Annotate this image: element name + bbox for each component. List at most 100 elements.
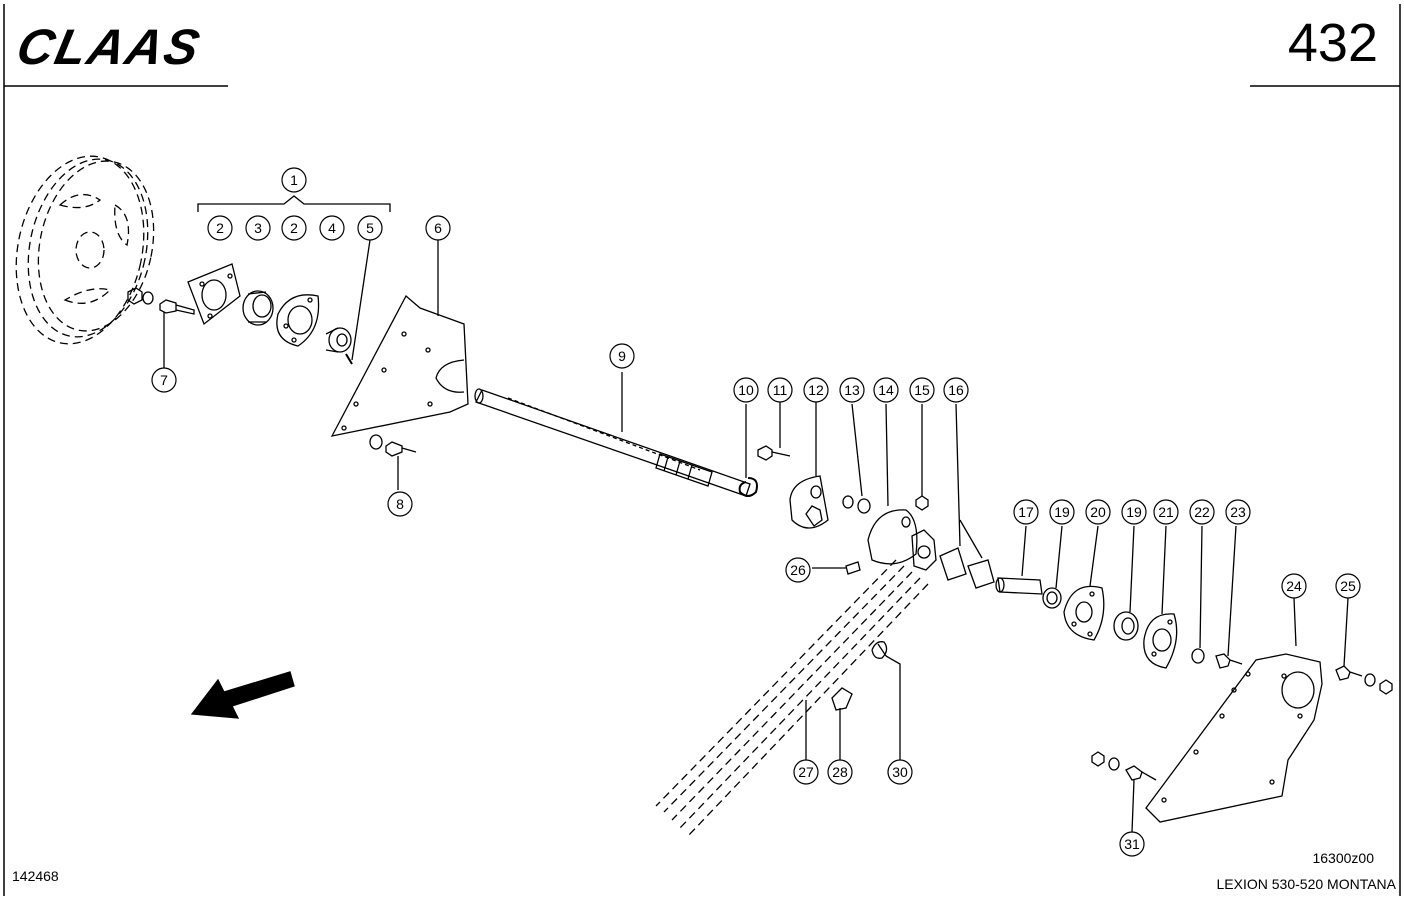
svg-text:19: 19 [1126, 504, 1142, 520]
svg-text:23: 23 [1230, 504, 1246, 520]
svg-text:6: 6 [434, 220, 442, 236]
side-plate-23 [1145, 653, 1323, 823]
cam-hub-12 [789, 475, 829, 529]
svg-text:7: 7 [160, 372, 168, 388]
callout-16: 16 [943, 377, 969, 403]
svg-text:20: 20 [1090, 504, 1106, 520]
callout-2a: 2 [207, 215, 233, 241]
drawing-code: 16300z00 [1312, 850, 1374, 866]
nut-24 [1379, 679, 1393, 695]
flange-plate-2b [276, 294, 320, 347]
bushing-16a [939, 547, 967, 581]
callout-23: 24 [1281, 573, 1307, 599]
spacer-13b [857, 498, 871, 514]
callout-5: 5 [357, 215, 383, 241]
flange-19b [1143, 613, 1178, 669]
svg-text:22: 22 [1194, 504, 1210, 520]
svg-text:17: 17 [1018, 504, 1034, 520]
washer-17 [1042, 587, 1062, 609]
sleeve-25 [997, 577, 1043, 595]
svg-text:11: 11 [773, 382, 788, 398]
svg-text:4: 4 [328, 220, 336, 236]
direction-arrow-icon [190, 671, 295, 719]
sprocket-hub-14 [867, 509, 918, 565]
spring-clip-30 [871, 641, 888, 659]
callout-11: 11 [767, 377, 793, 403]
callout-30: 30 [887, 759, 913, 785]
svg-text:2: 2 [216, 220, 224, 236]
assembly-bracket [197, 195, 391, 212]
callout-20: 19 [1121, 499, 1147, 525]
drive-shaft-9 [475, 389, 751, 497]
svg-text:12: 12 [808, 382, 824, 398]
callout-2b: 2 [281, 215, 307, 241]
bearing-3 [242, 290, 274, 326]
nut-31 [1091, 751, 1105, 767]
svg-text:24: 24 [1286, 578, 1302, 594]
callout-26: 26 [785, 557, 811, 583]
washer-21 [1191, 648, 1205, 664]
flange-plate-2a [187, 263, 241, 326]
svg-text:14: 14 [878, 382, 894, 398]
svg-text:2: 2 [290, 220, 298, 236]
bolt-31 [1125, 765, 1157, 781]
callout-22: 23 [1225, 499, 1251, 525]
svg-text:1: 1 [290, 172, 298, 188]
svg-text:15: 15 [914, 382, 930, 398]
callout-31: 31 [1119, 831, 1145, 857]
svg-text:8: 8 [396, 496, 404, 512]
model-name: LEXION 530-520 MONTANA [1216, 876, 1396, 892]
hex-nut-left [127, 287, 143, 305]
svg-text:30: 30 [892, 764, 908, 780]
chain-link-28 [831, 687, 853, 711]
side-plate-6 [330, 294, 469, 437]
callout-9: 9 [609, 343, 635, 369]
callout-19a: 20 [1085, 499, 1111, 525]
callout-21: 22 [1189, 499, 1215, 525]
circlip-10 [738, 477, 758, 497]
grease-nipple-26 [845, 561, 861, 575]
set-screw-5 [345, 353, 353, 365]
drive-chain-27 [655, 559, 929, 837]
svg-text:10: 10 [738, 382, 754, 398]
bolt-24 [1335, 665, 1363, 681]
callout-7: 7 [151, 367, 177, 393]
svg-text:16: 16 [948, 382, 964, 398]
svg-text:26: 26 [790, 562, 806, 578]
svg-text:27: 27 [798, 764, 814, 780]
callout-12: 12 [803, 377, 829, 403]
svg-text:3: 3 [254, 220, 262, 236]
callout-25: 17 [1013, 499, 1039, 525]
collar-4 [328, 327, 352, 353]
pulley-wheel [15, 155, 155, 345]
callout-6: 6 [425, 215, 451, 241]
svg-text:28: 28 [832, 764, 848, 780]
svg-text:25: 25 [1340, 578, 1356, 594]
callout-10: 10 [733, 377, 759, 403]
flange-19a [1063, 585, 1105, 641]
callout-14: 14 [873, 377, 899, 403]
washer-left [142, 291, 154, 305]
callout-27: 27 [793, 759, 819, 785]
callout-13: 13 [839, 377, 865, 403]
callout-15: 15 [909, 377, 935, 403]
reference-number: 142468 [12, 868, 59, 884]
svg-text:9: 9 [618, 348, 626, 364]
callout-28: 28 [827, 759, 853, 785]
bolt-11 [757, 445, 791, 461]
callout-24: 25 [1335, 573, 1361, 599]
svg-text:5: 5 [366, 220, 374, 236]
callout-17: 19 [1049, 499, 1075, 525]
bushing-16b [967, 559, 995, 589]
svg-text:31: 31 [1124, 836, 1140, 852]
svg-text:13: 13 [844, 382, 860, 398]
page-number: 432 [1287, 13, 1378, 73]
bolt-7 [159, 299, 195, 315]
svg-text:21: 21 [1158, 504, 1174, 520]
spacer-13a [842, 495, 854, 509]
callout-3: 3 [245, 215, 271, 241]
bearing-20 [1113, 611, 1139, 641]
nut-15 [915, 495, 929, 511]
